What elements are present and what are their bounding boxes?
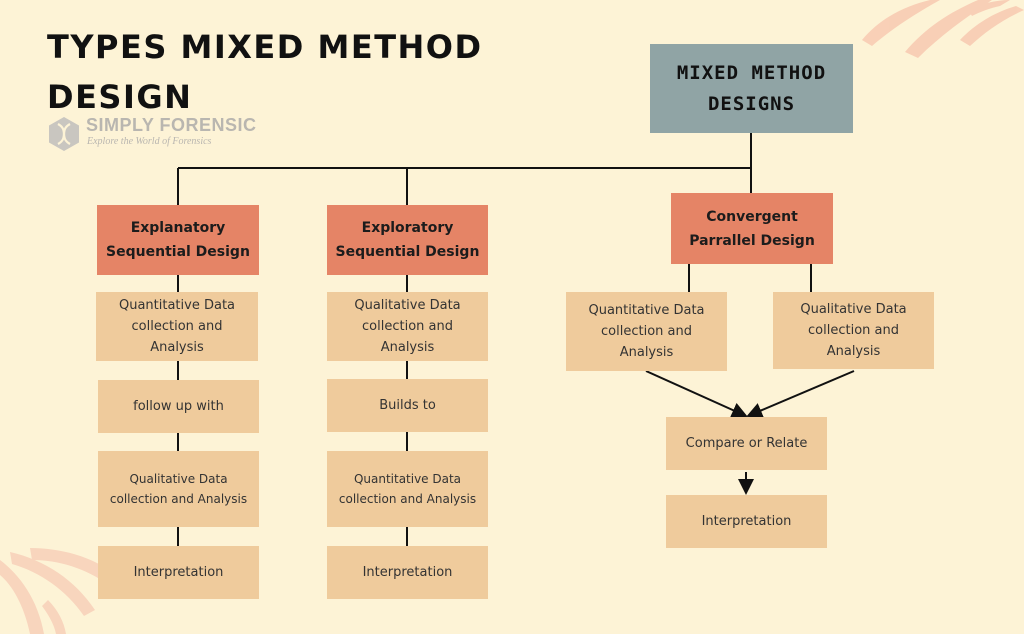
root-node-label: MIXED METHOD DESIGNS (676, 61, 827, 115)
convergent-right-branch-label: Qualitative Data collection and Analysis (800, 302, 907, 359)
explanatory-step-4-label: Interpretation (133, 565, 224, 580)
logo-brand-text: SIMPLY FORENSIC (86, 115, 257, 135)
convergent-left-branch-label: Quantitative Data collection and Analysi… (588, 303, 705, 360)
explanatory-step-1-label: Quantitative Data collection and Analysi… (118, 298, 236, 355)
explanatory-step-4: Interpretation (98, 546, 259, 599)
exploratory-step-4-label: Interpretation (362, 565, 453, 580)
explanatory-step-1: Quantitative Data collection and Analysi… (96, 292, 258, 361)
convergent-merge-node: Compare or Relate (666, 417, 827, 470)
logo: SIMPLY FORENSIC Explore the World of For… (47, 115, 267, 152)
explanatory-design-node: Explanatory Sequential Design (97, 205, 259, 275)
explanatory-design-label: Explanatory Sequential Design (106, 220, 250, 260)
convergent-result-label: Interpretation (701, 514, 792, 529)
explanatory-step-2: follow up with (98, 380, 259, 433)
explanatory-step-2-label: follow up with (133, 399, 224, 414)
exploratory-step-4: Interpretation (327, 546, 488, 599)
exploratory-step-1: Qualitative Data collection and Analysis (327, 292, 488, 361)
exploratory-step-2-label: Builds to (379, 398, 436, 413)
exploratory-design-node: Exploratory Sequential Design (327, 205, 488, 275)
bottom-left-decoration (0, 548, 118, 634)
convergent-result-node: Interpretation (666, 495, 827, 548)
convergent-merge-label: Compare or Relate (685, 436, 808, 451)
convergent-right-branch: Qualitative Data collection and Analysis (773, 292, 934, 369)
logo-icon (49, 117, 79, 151)
explanatory-step-3: Qualitative Data collection and Analysis (98, 451, 259, 527)
exploratory-step-1-label: Qualitative Data collection and Analysis (354, 298, 461, 355)
explanatory-step-3-label: Qualitative Data collection and Analysis (109, 472, 248, 506)
page-title: TYPES MIXED METHOD DESIGN (47, 28, 483, 116)
exploratory-design-label: Exploratory Sequential Design (335, 220, 480, 260)
convergent-design-label: Convergent Parrallel Design (689, 208, 815, 249)
arrow-left-to-compare (645, 370, 748, 418)
top-right-decoration (862, 0, 1024, 58)
exploratory-step-3-label: Quantitative Data collection and Analysi… (338, 472, 477, 506)
logo-tagline: Explore the World of Forensics (87, 136, 212, 147)
convergent-design-node: Convergent Parrallel Design (671, 193, 833, 264)
root-node: MIXED METHOD DESIGNS (650, 44, 853, 133)
exploratory-step-3: Quantitative Data collection and Analysi… (327, 451, 488, 527)
exploratory-step-2: Builds to (327, 379, 488, 432)
arrow-right-to-compare (746, 370, 855, 418)
convergent-left-branch: Quantitative Data collection and Analysi… (566, 292, 727, 371)
